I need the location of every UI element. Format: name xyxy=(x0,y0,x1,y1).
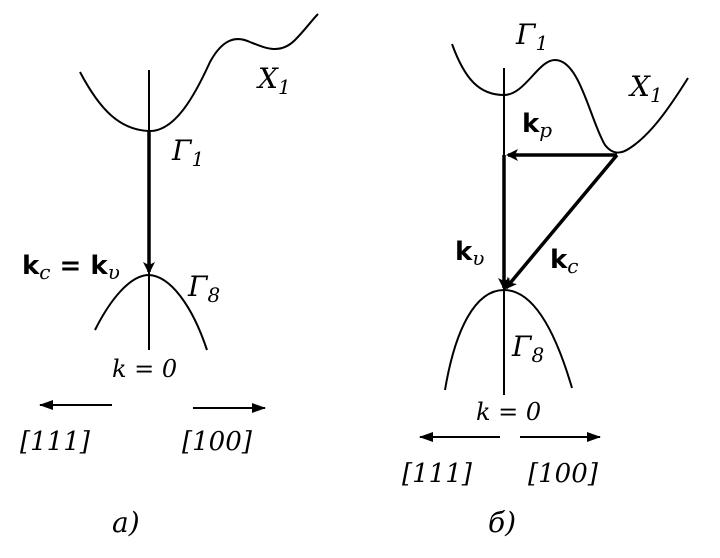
panel-b-label-x1: X1 xyxy=(628,70,663,107)
panel-a-label-kc-eq-kv: kc = kυ xyxy=(22,251,120,284)
panel-a-label-x1: X1 xyxy=(256,62,291,99)
panel-a-label-k0: k = 0 xyxy=(112,355,177,383)
panel-b: Γ1 X1 kp kυ kc Γ8 k = 0 [111] [100] б) xyxy=(402,18,689,539)
panel-a-label-gamma8: Γ8 xyxy=(187,270,220,307)
panel-a-valence-band xyxy=(94,273,208,351)
panel-b-label-kc: kc xyxy=(550,245,579,278)
panel-b-label-k0: k = 0 xyxy=(476,398,541,426)
panel-b-label-kp: kp xyxy=(522,109,552,142)
panel-b-dir-111: [111] xyxy=(402,459,473,489)
panel-b-caption: б) xyxy=(488,506,516,539)
panel-b-dir-100: [100] xyxy=(528,459,599,489)
panel-a-caption: а) xyxy=(112,506,140,539)
panel-a-conduction-band xyxy=(79,13,319,133)
panel-b-arrow-kc xyxy=(504,153,619,290)
panel-b-label-kv: kυ xyxy=(455,237,484,270)
panel-a-dir-100: [100] xyxy=(182,427,253,457)
panel-b-label-gamma8: Γ8 xyxy=(511,330,544,367)
panel-b-conduction-band xyxy=(451,43,689,154)
panel-b-label-gamma1: Γ1 xyxy=(515,18,548,55)
panel-a-dir-111: [111] xyxy=(20,427,91,457)
panel-a: X1 Γ1 Γ8 kc = kυ k = 0 [111] [100] а) xyxy=(20,13,319,539)
panel-a-label-gamma1: Γ1 xyxy=(171,134,204,171)
panel-b-valence-band xyxy=(444,288,573,391)
